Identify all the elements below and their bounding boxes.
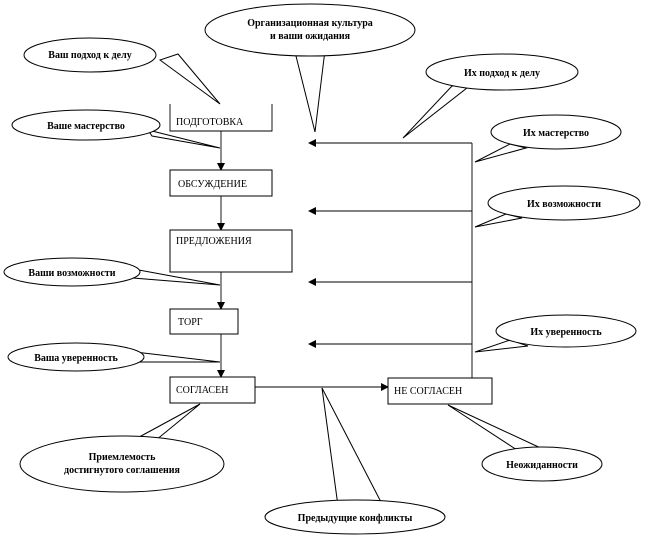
box-proposals-label: ПРЕДЛОЖЕНИЯ [176,236,252,247]
box-agree-label: СОГЛАСЕН [176,385,228,396]
callout-your-mastery-label: Ваше мастерство [47,121,125,132]
callout-their-capabilities-label: Их возможности [527,199,601,210]
callout-culture-line2: и ваши ожидания [270,31,351,42]
callout-your-capabilities-label: Ваши возможности [28,268,115,279]
callout-their-approach-ellipse [425,53,579,91]
box-proposals: ПРЕДЛОЖЕНИЯ [169,229,293,273]
callout-previous-conflicts-label: Предыдущие конфликты [298,513,413,524]
callout-your-capabilities: Ваши возможности [3,257,221,287]
callout-your-approach-label: Ваш подход к делу [48,50,131,61]
box-discussion-label: ОБСУЖДЕНИЕ [178,179,247,190]
callout-their-mastery-pointer [474,143,528,163]
callout-previous-conflicts-ellipse [264,499,446,535]
callout-acceptance-ellipse [19,435,225,493]
box-preparation: ПОДГОТОВКА [169,104,273,132]
box-bargaining: ТОРГ [169,308,239,335]
callout-your-confidence-ellipse [7,342,145,372]
callout-culture: Организационная культура и ваши ожидания [204,3,416,133]
box-bargaining-outline [169,308,239,335]
box-preparation-outline [169,104,273,132]
flow-connectors [217,131,389,391]
callout-culture-pointer [294,49,326,133]
callout-your-confidence-label: Ваша уверенность [34,353,118,364]
callout-their-capabilities: Их возможности [474,185,641,228]
callout-their-capabilities-ellipse [487,185,641,221]
callout-their-confidence: Их уверенность [474,314,637,353]
callout-their-mastery: Их мастерство [474,114,622,163]
callout-your-approach-pointer [158,53,221,105]
callout-acceptance: Приемлемость достигнутого соглашения [19,403,225,493]
callout-acceptance-line1: Приемлемость [89,452,156,463]
callout-their-approach-label: Их подход к делу [464,68,540,79]
callout-their-approach-pointer [402,83,474,139]
box-disagree: НЕ СОГЛАСЕН [387,377,493,405]
box-agree: СОГЛАСЕН [169,376,256,404]
callout-their-approach: Их подход к делу [402,53,579,139]
callout-your-approach-ellipse [23,37,157,73]
callout-their-mastery-ellipse [490,114,622,150]
callout-surprises-pointer [447,404,546,451]
callout-your-capabilities-ellipse [3,257,141,287]
callout-your-confidence-pointer [134,351,221,363]
callout-previous-conflicts: Предыдущие конфликты [264,387,446,535]
box-agree-outline [169,376,256,404]
callout-previous-conflicts-pointer [321,387,383,507]
box-discussion: ОБСУЖДЕНИЕ [169,169,273,197]
callout-surprises-label: Неожиданности [506,460,578,471]
callout-surprises-ellipse [481,446,603,482]
callout-your-confidence: Ваша уверенность [7,342,221,372]
box-proposals-outline [169,229,293,273]
callout-your-mastery-ellipse [11,109,161,141]
callout-their-confidence-ellipse [495,314,637,348]
box-discussion-outline [169,169,273,197]
box-preparation-label: ПОДГОТОВКА [176,117,244,128]
callout-their-mastery-label: Их мастерство [523,128,589,139]
callout-culture-ellipse [204,3,416,57]
box-disagree-label: НЕ СОГЛАСЕН [394,386,462,397]
callout-their-confidence-label: Их уверенность [530,327,602,338]
callout-your-mastery-pointer [146,129,221,149]
feedback-lines [308,139,473,378]
box-disagree-outline [387,377,493,405]
callout-surprises: Неожиданности [447,404,603,482]
box-bargaining-label: ТОРГ [178,317,203,328]
callout-your-approach: Ваш подход к делу [23,37,221,105]
callout-your-mastery: Ваше мастерство [11,109,221,149]
callout-acceptance-line2: достигнутого соглашения [64,465,181,476]
callout-culture-line1: Организационная культура [247,18,373,29]
